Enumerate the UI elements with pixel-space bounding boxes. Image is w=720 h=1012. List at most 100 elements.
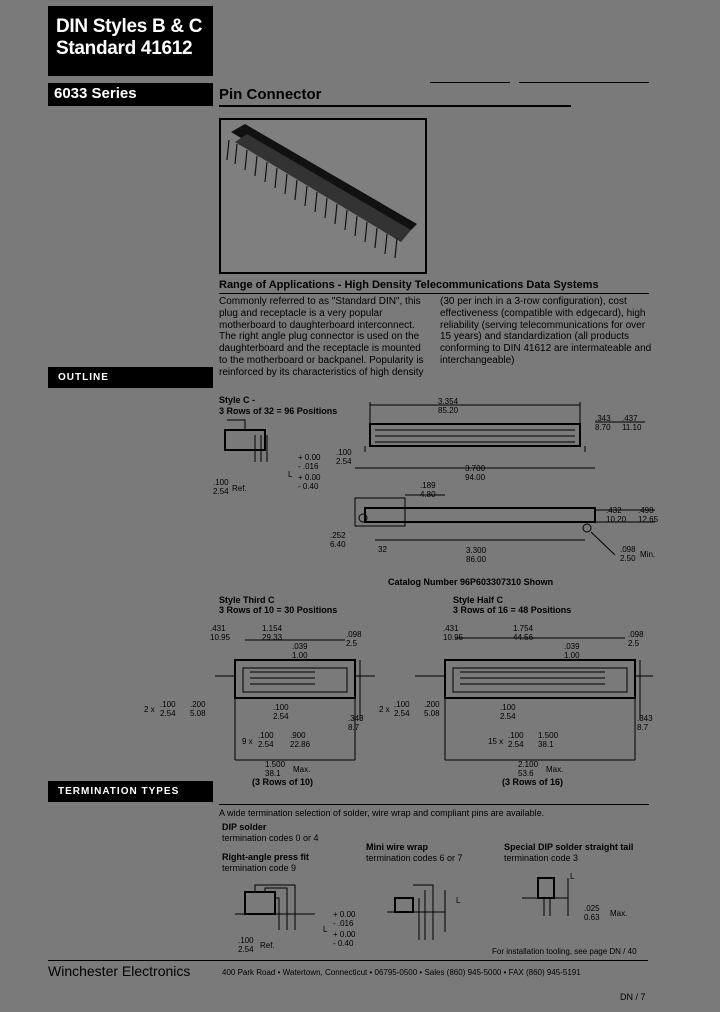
app-line: conforming to DIN 41612 are intermateabl… xyxy=(440,343,652,355)
dim-in: .343 xyxy=(348,714,364,723)
connector-image xyxy=(226,124,417,259)
dim-in: 1.500 xyxy=(265,760,286,769)
catalog-caption: Catalog Number 96P603307310 Shown xyxy=(388,577,554,587)
dim-mm: 2.54 xyxy=(336,457,352,466)
dim-mm: - 0.40 xyxy=(298,482,319,491)
dim-in: .100 xyxy=(213,478,229,487)
style-c-title: Style C - xyxy=(219,395,256,405)
dim-mm: 2.54 xyxy=(273,712,289,721)
ra-codes: termination code 9 xyxy=(222,863,297,873)
dim-mm: 6.40 xyxy=(330,540,346,549)
app-line: effectiveness (compatible with edgecard)… xyxy=(440,307,646,319)
app-line: plug and receptacle is a very popular xyxy=(219,307,383,319)
dim-in: + 0.00 xyxy=(333,910,356,919)
dim-in: .098 xyxy=(346,630,362,639)
app-line: reinforced by its characteristics of hig… xyxy=(219,366,424,378)
dim-mm: 12.65 xyxy=(638,515,659,524)
page-title: DIN Styles B & C xyxy=(56,16,203,37)
dim-mm: 86.00 xyxy=(466,555,487,564)
half-c-e-prefix: 2 x xyxy=(379,705,390,714)
wrap-l: L xyxy=(456,896,461,905)
sp-title: Special DIP solder straight tail xyxy=(504,842,634,852)
sp-codes: termination code 3 xyxy=(504,853,579,863)
dim-mm: 2.54 xyxy=(258,740,274,749)
dim-in: .437 xyxy=(622,414,638,423)
dim-mm: 44.56 xyxy=(513,633,534,642)
app-line: motherboard to daughterboard interconnec… xyxy=(219,319,415,331)
dim-mm: 38.1 xyxy=(265,769,281,778)
dim-mm: 2.54 xyxy=(160,709,176,718)
half-c-i-prefix: 15 x xyxy=(488,737,504,746)
dim-mm: 1.00 xyxy=(564,651,580,660)
dim-mm: 8.7 xyxy=(637,723,649,732)
app-line: The right angle plug connector is used o… xyxy=(219,331,420,343)
style-c-hole-label: Min. xyxy=(640,550,656,559)
product-title: Pin Connector xyxy=(219,86,322,103)
dim-mm: 29.33 xyxy=(262,633,283,642)
header-rule-right xyxy=(430,82,510,83)
dim-in: .431 xyxy=(210,624,226,633)
dim-in: .343 xyxy=(595,414,611,423)
style-c-l: L xyxy=(288,470,293,479)
ra-l: L xyxy=(323,925,328,934)
dim-in: .900 xyxy=(290,731,306,740)
dim-mm: 53.6 xyxy=(518,769,534,778)
style-c-ref-label: Ref. xyxy=(232,484,247,493)
dim-in: 1.754 xyxy=(513,624,534,633)
third-c-i-prefix: 9 x xyxy=(242,737,253,746)
dip-title: DIP solder xyxy=(222,822,267,832)
dim-in: .431 xyxy=(443,624,459,633)
dim-in: .200 xyxy=(424,700,440,709)
dim-in: + 0.00 xyxy=(333,930,356,939)
title-block: DIN Styles B & C Standard 41612 xyxy=(48,6,213,76)
dim-mm: - 0.40 xyxy=(333,939,354,948)
dim-mm: - .016 xyxy=(298,462,319,471)
sp-drawing xyxy=(522,877,569,916)
sp-a-label: Max. xyxy=(610,909,628,918)
dim-mm: 8.7 xyxy=(348,723,360,732)
dim-mm: 10.95 xyxy=(443,633,464,642)
ra-ref-label: Ref. xyxy=(260,941,275,950)
app-line: interchangeable) xyxy=(440,354,515,366)
product-rule xyxy=(219,105,571,107)
termination-intro: A wide termination selection of solder, … xyxy=(219,808,545,818)
ra-t1: + 0.00- .016 xyxy=(333,910,355,928)
style-c-positions: 3 Rows of 32 = 96 Positions xyxy=(219,406,338,416)
third-c-title: Style Third C xyxy=(219,595,275,605)
half-c-positions: 3 Rows of 16 = 48 Positions xyxy=(453,605,572,615)
dim-mm: 5.08 xyxy=(424,709,440,718)
page-subtitle: Standard 41612 xyxy=(56,38,193,59)
dim-in: + 0.00 xyxy=(298,473,321,482)
dip-codes: termination codes 0 or 4 xyxy=(222,833,319,843)
third-c-e-prefix: 2 x xyxy=(144,705,155,714)
dim-in: 3.354 xyxy=(438,397,459,406)
app-line: daughterboard and the receptacle is moun… xyxy=(219,343,421,355)
app-line: reliability (serving telecommunications … xyxy=(440,319,646,331)
dim-in: 1.154 xyxy=(262,624,283,633)
dim-in: .100 xyxy=(336,448,352,457)
third-c-drawing xyxy=(215,639,375,761)
dim-in: .100 xyxy=(500,703,516,712)
app-line: Commonly referred to as "Standard DIN", … xyxy=(219,296,421,307)
dim-in: .100 xyxy=(394,700,410,709)
outline-label: OUTLINE xyxy=(48,367,213,388)
dim-mm: 2.54 xyxy=(394,709,410,718)
dim-in: .098 xyxy=(628,630,644,639)
